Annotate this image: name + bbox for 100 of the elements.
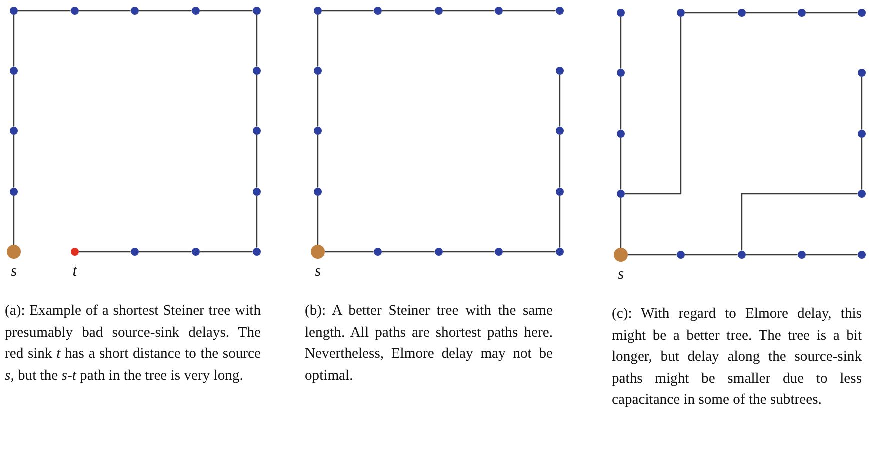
- vertex-dot: [252, 6, 262, 16]
- tree-edge: [13, 135, 15, 188]
- tree-edge: [746, 254, 798, 256]
- source-dot: [311, 245, 325, 259]
- tree-edge: [620, 77, 622, 130]
- tree-edge: [559, 196, 561, 248]
- vertex-dot: [616, 190, 626, 198]
- vertex-dot: [858, 8, 866, 18]
- vertex-dot: [192, 6, 200, 16]
- tree-edge: [139, 251, 192, 253]
- tree-edge: [200, 10, 253, 12]
- vertex-dot: [858, 68, 866, 78]
- vertex-dot: [798, 8, 806, 18]
- tree-edge: [443, 10, 495, 12]
- tree-edge: [256, 15, 258, 67]
- vertex-dot: [676, 8, 686, 18]
- source-dot: [614, 248, 628, 262]
- tree-edge: [325, 251, 374, 253]
- tree-edge: [620, 138, 622, 190]
- node-label: s: [10, 264, 18, 280]
- vertex-dot: [798, 250, 806, 260]
- node-label: t: [72, 264, 78, 280]
- tree-edge: [13, 196, 15, 245]
- figure-caption: (a): Example of a shortest Steiner tree with presumably bad source-sink delays. The red sink t has a short distance to the source s, but the s-t path in the tree is very long.: [5, 302, 261, 386]
- vertex-dot: [676, 250, 686, 260]
- vertex-dot: [858, 250, 866, 260]
- tree-edge: [620, 198, 622, 248]
- vertex-dot: [10, 188, 18, 196]
- vertex-dot: [374, 6, 382, 16]
- tree-edge: [317, 75, 319, 127]
- tree-edge: [382, 10, 435, 12]
- figure-caption: (b): A better Steiner tree with the same length. All paths are shortest paths here. Nevertheless, Elmore delay may not be optimal.: [305, 302, 553, 386]
- tree-edge: [503, 251, 556, 253]
- source-dot: [7, 245, 21, 259]
- tree-edge: [256, 135, 258, 188]
- tree-edge: [628, 254, 677, 256]
- vertex-dot: [252, 126, 262, 136]
- tree-edge: [559, 135, 561, 188]
- vertex-dot: [434, 248, 444, 256]
- vertex-dot: [130, 248, 140, 256]
- tree-edge: [256, 75, 258, 127]
- vertex-dot: [738, 8, 746, 18]
- vertex-dot: [858, 130, 866, 138]
- vertex-dot: [616, 130, 626, 138]
- tree-edge: [861, 138, 863, 190]
- vertex-dot: [252, 188, 262, 196]
- vertex-dot: [10, 126, 18, 136]
- vertex-dot: [616, 8, 626, 18]
- tree-edge: [13, 75, 15, 127]
- vertex-dot: [130, 6, 140, 16]
- vertex-dot: [556, 248, 564, 256]
- figure-caption: (c): With regard to Elmore delay, this might be a better tree. The tree is a bit longer, but delay along the source-sink paths might be smaller due to less capacitance in some of the subtrees.: [612, 305, 862, 410]
- vertex-dot: [494, 6, 504, 16]
- vertex-dot: [556, 6, 564, 16]
- tree-edge: [746, 12, 798, 14]
- vertex-dot: [314, 126, 322, 136]
- tree-edge: [625, 17, 682, 195]
- vertex-dot: [556, 66, 564, 76]
- tree-edge: [861, 77, 863, 130]
- tree-edge: [317, 196, 319, 245]
- tree-edge: [13, 15, 15, 67]
- tree-edge: [79, 10, 131, 12]
- vertex-dot: [314, 6, 322, 16]
- tree-edge: [685, 254, 738, 256]
- tree-edge: [18, 10, 71, 12]
- vertex-dot: [556, 126, 564, 136]
- vertex-dot: [738, 250, 746, 260]
- tree-edge: [317, 15, 319, 67]
- vertex-dot: [314, 66, 322, 76]
- tree-edge: [443, 251, 495, 253]
- tree-edge: [317, 135, 319, 188]
- tree-edge: [620, 17, 622, 69]
- node-label: s: [314, 264, 322, 280]
- tree-edge: [139, 10, 192, 12]
- tree-edge: [741, 193, 858, 251]
- tree-edge: [503, 10, 556, 12]
- vertex-dot: [192, 248, 200, 256]
- tree-edge: [200, 251, 253, 253]
- vertex-dot: [434, 6, 444, 16]
- tree-edge: [685, 12, 738, 14]
- tree-edge: [256, 196, 258, 248]
- tree-edge: [559, 75, 561, 127]
- tree-edge: [806, 12, 858, 14]
- node-label: s: [618, 267, 624, 283]
- vertex-dot: [314, 188, 322, 196]
- tree-edge: [79, 251, 131, 253]
- vertex-dot: [556, 188, 564, 196]
- vertex-dot: [858, 190, 866, 198]
- vertex-dot: [252, 248, 262, 256]
- sink-dot: [71, 248, 79, 256]
- tree-edge: [322, 10, 374, 12]
- tree-edge: [806, 254, 858, 256]
- vertex-dot: [494, 248, 504, 256]
- vertex-dot: [374, 248, 382, 256]
- vertex-dot: [10, 6, 18, 16]
- tree-edge: [382, 251, 435, 253]
- vertex-dot: [70, 6, 80, 16]
- vertex-dot: [616, 68, 626, 78]
- vertex-dot: [10, 66, 18, 76]
- vertex-dot: [252, 66, 262, 76]
